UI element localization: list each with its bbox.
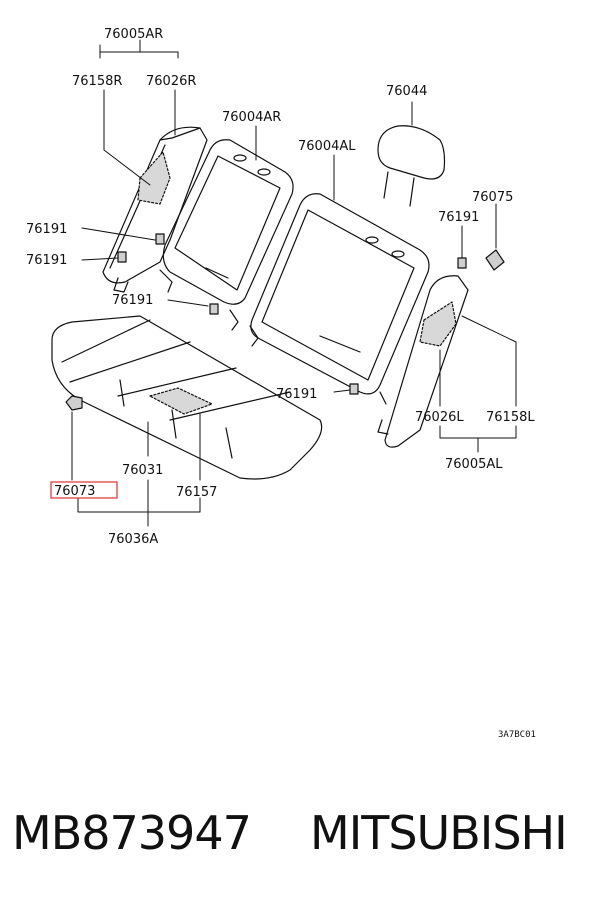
- label-76191-right: 76191: [438, 210, 479, 225]
- label-76075: 76075: [472, 190, 513, 205]
- label-76157: 76157: [176, 485, 217, 500]
- bolt-group: [117, 233, 467, 395]
- highlight-box-76073: [50, 481, 118, 499]
- bracket-76075: [485, 249, 505, 271]
- label-76073[interactable]: 76073: [54, 484, 95, 499]
- label-76004AR: 76004AR: [222, 110, 281, 125]
- label-76191-b: 76191: [26, 253, 67, 268]
- headrest: [377, 125, 446, 207]
- clip-76073: [65, 395, 83, 411]
- label-76026R: 76026R: [146, 74, 196, 89]
- rear-seat-exploded-diagram: 76005AR 76158R 76026R 76004AR 76044 7600…: [26, 27, 536, 740]
- label-76191-c: 76191: [112, 293, 153, 308]
- label-76005AR: 76005AR: [104, 27, 163, 42]
- label-76191-a: 76191: [26, 222, 67, 237]
- label-76005AL: 76005AL: [445, 457, 503, 472]
- part-number: MB873947: [12, 806, 252, 860]
- brand-name: MITSUBISHI: [310, 806, 568, 860]
- seatback-right: [159, 139, 294, 331]
- label-76036A: 76036A: [108, 532, 158, 547]
- seat-cushion: [51, 315, 323, 480]
- label-76158L: 76158L: [486, 410, 535, 425]
- label-76004AL: 76004AL: [298, 139, 356, 154]
- part-labels: 76005AR 76158R 76026R 76004AR 76044 7600…: [26, 27, 536, 740]
- label-76191-d: 76191: [276, 387, 317, 402]
- label-76044: 76044: [386, 84, 427, 99]
- seatback-left: [249, 193, 430, 405]
- label-76026L: 76026L: [415, 410, 464, 425]
- side-bolster-left: [377, 275, 469, 448]
- drawing-code: 3A7BC01: [498, 730, 536, 740]
- side-bolster-right: [102, 126, 208, 293]
- label-76158R: 76158R: [72, 74, 122, 89]
- leader-lines: [71, 39, 517, 527]
- label-76031: 76031: [122, 463, 163, 478]
